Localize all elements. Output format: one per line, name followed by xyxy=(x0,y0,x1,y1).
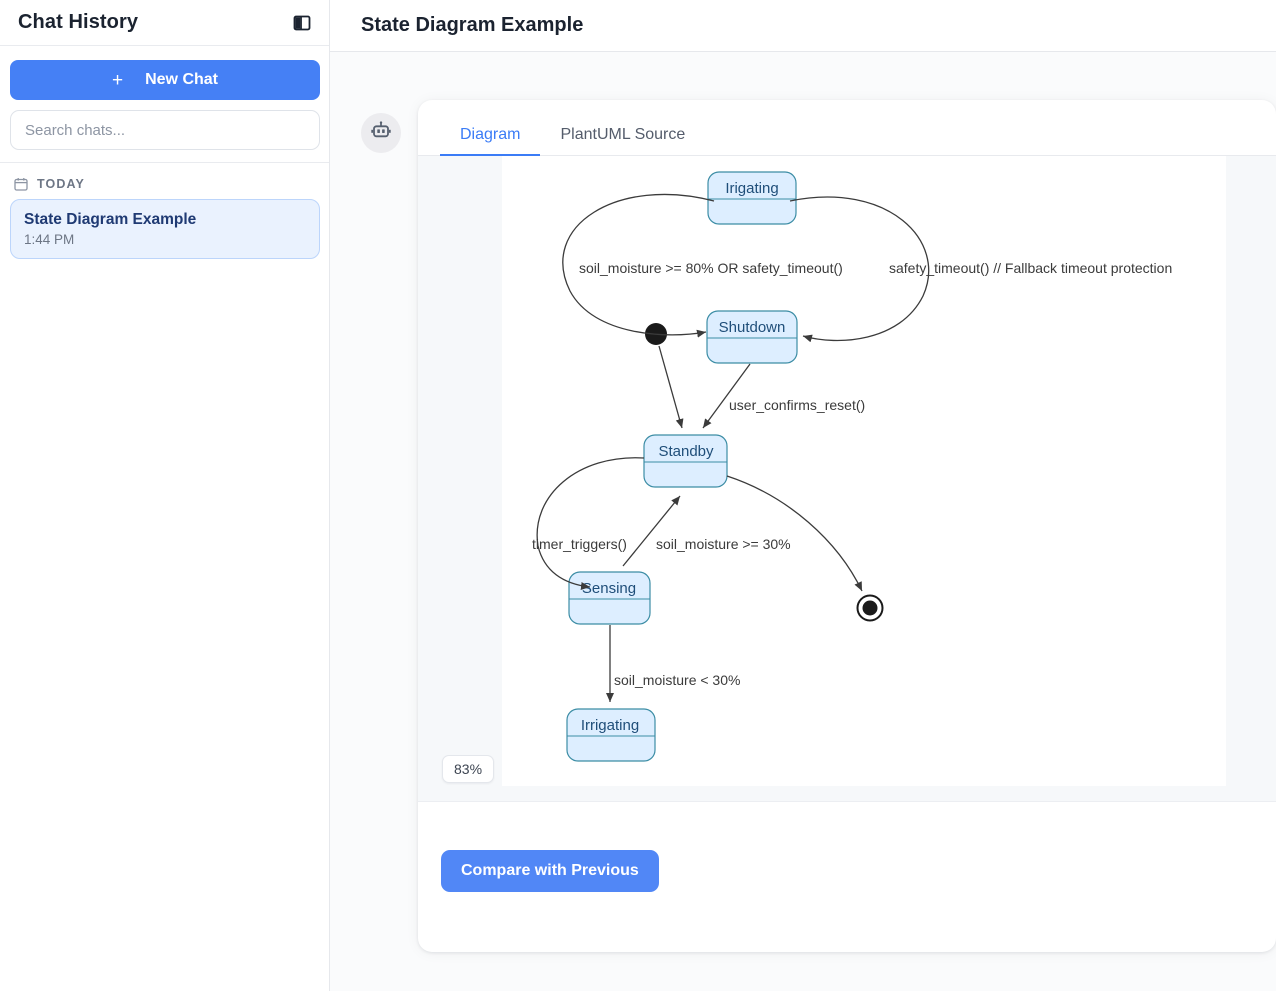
final-state-node xyxy=(858,596,883,621)
sidebar-title: Chat History xyxy=(18,11,138,34)
diagram-card: Diagram PlantUML Source xyxy=(418,100,1276,952)
zoom-level-badge[interactable]: 83% xyxy=(442,755,494,783)
plus-icon: + xyxy=(112,71,123,90)
sidebar: Chat History + New Chat xyxy=(0,0,330,991)
panel-toggle-icon[interactable] xyxy=(291,12,313,34)
transition-label-5: soil_moisture >= 30% xyxy=(656,536,791,552)
chat-item-title: State Diagram Example xyxy=(24,210,306,229)
state-diagram-svg: Irigating Shutdown Standby xyxy=(418,156,1228,802)
transition-label-6: soil_moisture < 30% xyxy=(614,672,740,688)
transition-sensing-to-standby xyxy=(623,496,680,566)
card-footer: Compare with Previous xyxy=(418,802,1276,892)
transition-label-4: timer_triggers() xyxy=(532,536,627,552)
svg-text:Sensing: Sensing xyxy=(582,580,636,597)
state-node-standby: Standby xyxy=(644,435,727,487)
svg-text:Irigating: Irigating xyxy=(725,180,778,197)
sidebar-actions: + New Chat xyxy=(0,46,329,110)
state-node-irrigating-bottom: Irrigating xyxy=(567,709,655,761)
transition-standby-to-final xyxy=(727,476,862,591)
tab-diagram[interactable]: Diagram xyxy=(440,126,540,155)
tab-bar: Diagram PlantUML Source xyxy=(418,100,1276,156)
message-thread: Diagram PlantUML Source xyxy=(330,52,1276,991)
compare-with-previous-button[interactable]: Compare with Previous xyxy=(441,850,659,892)
assistant-message: Diagram PlantUML Source xyxy=(361,100,1276,952)
transition-standby-to-sensing xyxy=(537,458,644,587)
robot-icon xyxy=(370,120,392,147)
transition-start-to-standby xyxy=(659,346,682,428)
search-input[interactable] xyxy=(10,110,320,150)
chat-list: State Diagram Example 1:44 PM xyxy=(0,199,329,259)
chat-item-time: 1:44 PM xyxy=(24,232,306,247)
transition-label-2: safety_timeout() // Fallback timeout pro… xyxy=(889,260,1172,276)
chat-group-header: TODAY xyxy=(0,163,329,199)
transition-label-1: soil_moisture >= 80% OR safety_timeout() xyxy=(579,260,843,276)
calendar-icon xyxy=(14,177,28,191)
transition-shutdown-to-standby xyxy=(703,364,750,428)
main-content: State Diagram Example xyxy=(330,0,1276,991)
svg-text:Shutdown: Shutdown xyxy=(719,319,786,336)
state-node-sensing: Sensing xyxy=(569,572,650,624)
main-header: State Diagram Example xyxy=(330,0,1276,52)
search-wrapper xyxy=(0,110,329,162)
sidebar-header: Chat History xyxy=(0,0,329,46)
transition-label-3: user_confirms_reset() xyxy=(729,397,865,413)
page-title: State Diagram Example xyxy=(361,14,583,37)
new-chat-label: New Chat xyxy=(145,71,218,89)
svg-text:Irrigating: Irrigating xyxy=(581,717,639,734)
diagram-viewport[interactable]: Irigating Shutdown Standby xyxy=(418,156,1276,802)
state-node-shutdown: Shutdown xyxy=(707,311,797,363)
tab-plantuml-source[interactable]: PlantUML Source xyxy=(540,126,705,155)
chat-group-label: TODAY xyxy=(37,177,85,191)
avatar xyxy=(361,113,401,153)
chat-list-item[interactable]: State Diagram Example 1:44 PM xyxy=(10,199,320,259)
svg-text:Standby: Standby xyxy=(658,443,714,460)
state-node-irigating-top: Irigating xyxy=(708,172,796,224)
new-chat-button[interactable]: + New Chat xyxy=(10,60,320,100)
